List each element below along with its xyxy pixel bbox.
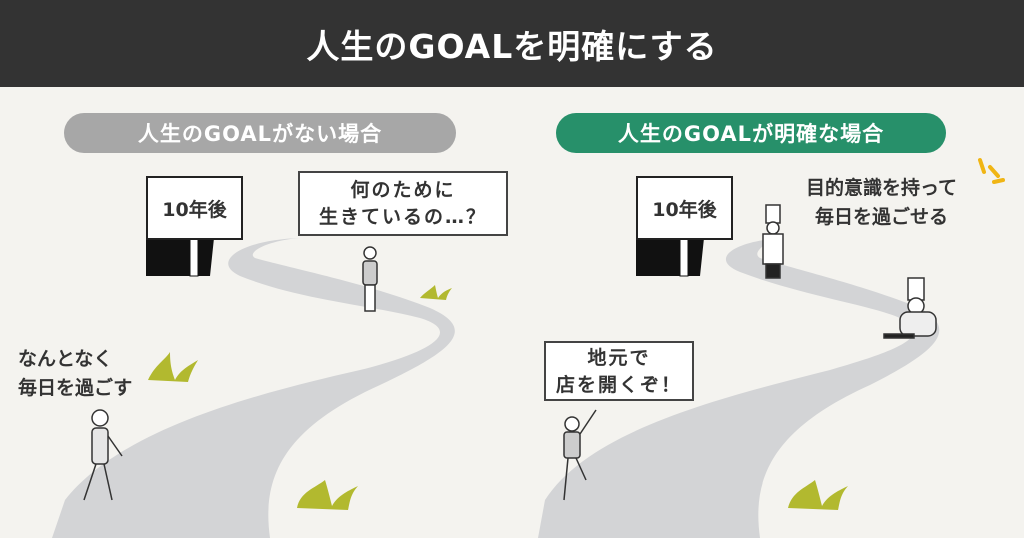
header-bar: 人生のGOALを明確にする xyxy=(0,0,1024,87)
bubble-line-2: 生きているの…？ xyxy=(318,206,487,228)
aimless-caption: なんとなく 毎日を過ごす xyxy=(18,345,132,403)
bubble-line-1: 何のために xyxy=(350,179,456,201)
bubble-line-2: 店を開くぞ！ xyxy=(555,374,682,396)
purposeful-caption: 目的意識を持って 毎日を過ごせる xyxy=(806,174,957,232)
chef-icon xyxy=(762,204,784,279)
no-goal-label: 人生のGOALがない場合 xyxy=(64,113,456,153)
confused-person-icon xyxy=(362,246,378,312)
clear-goal-label: 人生のGOALが明確な場合 xyxy=(556,113,946,153)
cooking-chef-icon xyxy=(883,277,937,339)
bubble-line-1: 地元で xyxy=(587,347,651,369)
left-road xyxy=(52,238,455,538)
cheering-person-icon xyxy=(563,409,597,501)
walking-person-icon xyxy=(83,409,123,501)
caption-line-2: 毎日を過ごせる xyxy=(815,206,949,228)
caption-line-1: なんとなく xyxy=(18,348,113,370)
caption-line-1: 目的意識を持って xyxy=(806,177,958,199)
why-live-speech-bubble: 何のために 生きているの…？ xyxy=(298,171,508,236)
open-shop-speech-bubble: 地元で 店を開くぞ！ xyxy=(544,341,694,401)
road-scene-illustration xyxy=(52,158,1005,538)
page-title: 人生のGOALを明確にする xyxy=(306,26,718,66)
caption-line-2: 毎日を過ごす xyxy=(18,377,133,399)
right-road xyxy=(538,238,940,538)
left-ten-years-sign: 10年後 xyxy=(146,176,243,240)
sparkle-icon xyxy=(978,158,1005,184)
grass-icon xyxy=(148,285,848,510)
right-ten-years-sign: 10年後 xyxy=(636,176,733,240)
